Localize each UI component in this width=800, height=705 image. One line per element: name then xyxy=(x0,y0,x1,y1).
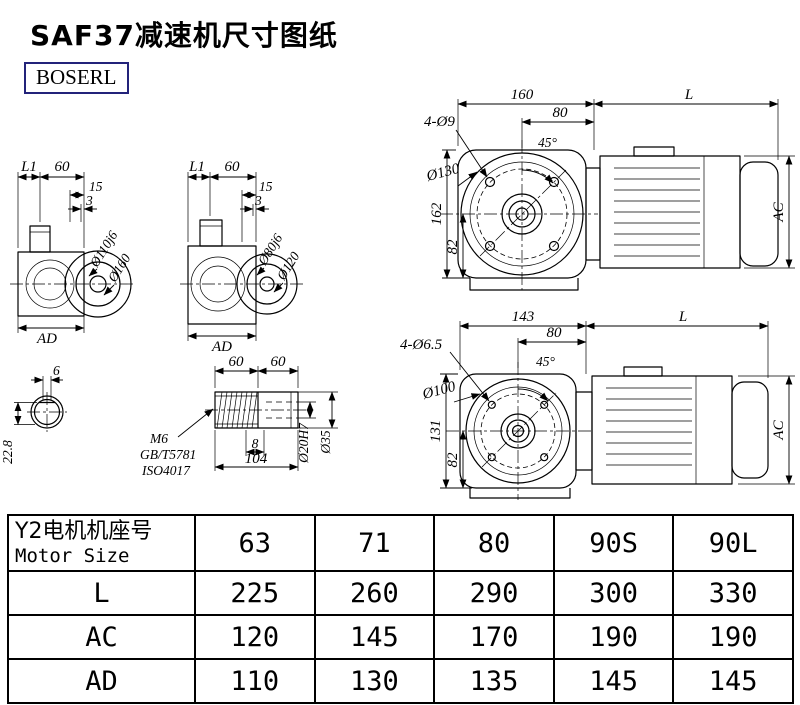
dim-80-top: 80 xyxy=(553,105,569,121)
table-cell-frame-80: 80 xyxy=(433,514,555,572)
dim-AC-mid: AC xyxy=(771,419,787,440)
table-cell: 135 xyxy=(433,658,555,704)
dim-45deg-top: 45° xyxy=(538,135,558,150)
dim-dia130: Ø130 xyxy=(424,161,462,185)
dim-dia-35: Ø35 xyxy=(318,430,333,454)
table-cell: 290 xyxy=(433,570,555,616)
table-cell-frame-90L: 90L xyxy=(672,514,794,572)
standard-iso: ISO4017 xyxy=(141,463,191,478)
dim-60-v2: 60 xyxy=(225,159,241,175)
dim-104: 104 xyxy=(245,451,268,467)
table-cell: 330 xyxy=(672,570,794,616)
motor-size-label-en: Motor Size xyxy=(15,544,130,567)
dim-AC-top: AC xyxy=(771,201,787,222)
dim-162: 162 xyxy=(429,202,445,225)
dim-160: 160 xyxy=(511,87,534,103)
side-view-1: L1 60 15 3 Ø110j6 Ø160 AD xyxy=(10,159,136,347)
table-cell: 145 xyxy=(672,658,794,704)
standard-gb: GB/T5781 xyxy=(140,447,196,462)
boserl-logo-text: BOSERL xyxy=(36,65,117,89)
page-title: SAF37减速机尺寸图纸 xyxy=(30,19,338,52)
table-cell-frame-71: 71 xyxy=(313,514,436,572)
motor-size-label-cn: Y2电机机座号 xyxy=(15,519,153,545)
dim-AD-v2: AD xyxy=(211,339,232,355)
table-cell-frame-63: 63 xyxy=(194,514,316,572)
dim-8: 8 xyxy=(252,436,259,451)
dim-AD-v1: AD xyxy=(36,331,57,347)
table-row-L: L 225 260 290 300 330 xyxy=(7,570,794,616)
table-cell: 110 xyxy=(194,658,316,704)
dim-15-v1: 15 xyxy=(89,179,103,194)
dim-L-top: L xyxy=(684,87,693,103)
table-cell: 120 xyxy=(194,614,316,660)
table-cell-frame-90S: 90S xyxy=(552,514,675,572)
dim-L1-v2: L1 xyxy=(188,159,205,175)
front-view-small: 143 L 4-Ø6.5 80 45° Ø100 131 82 AC xyxy=(400,309,795,500)
dim-dia100: Ø100 xyxy=(420,379,458,403)
table-row-AC: AC 120 145 170 190 190 xyxy=(7,614,794,660)
dim-80-mid: 80 xyxy=(547,325,563,341)
dim-holes-top: 4-Ø9 xyxy=(424,114,455,130)
table-cell: 145 xyxy=(313,614,436,660)
dim-bore-20H7: Ø20H7 xyxy=(296,422,311,464)
dim-60-a: 60 xyxy=(229,354,245,370)
dim-L-mid: L xyxy=(678,309,687,325)
dim-3-v2: 3 xyxy=(254,193,262,208)
dim-key-width: 6 xyxy=(53,363,60,378)
thread-label: M6 xyxy=(149,431,168,446)
boserl-logo: BOSERL xyxy=(24,62,129,94)
table-cell: 190 xyxy=(552,614,675,660)
dim-143: 143 xyxy=(512,309,535,325)
technical-drawing: 160 L 4-Ø9 80 45° Ø130 162 82 AC xyxy=(0,87,795,500)
dimension-table: Y2电机机座号 Motor Size 63 71 80 90S 90L L 22… xyxy=(7,514,794,704)
dim-dia120: Ø120 xyxy=(273,249,302,283)
table-cell: 225 xyxy=(194,570,316,616)
dim-key-depth: 22.8 xyxy=(0,440,15,464)
dim-holes-mid: 4-Ø6.5 xyxy=(400,337,443,353)
dim-60-v1: 60 xyxy=(55,159,71,175)
row-label-L: L xyxy=(7,570,196,616)
table-cell: 260 xyxy=(313,570,436,616)
dim-45deg-mid: 45° xyxy=(536,354,556,369)
dim-131: 131 xyxy=(428,420,444,443)
dim-15-v2: 15 xyxy=(259,179,273,194)
shaft-detail-view: 60 60 M6 GB/T5781 ISO4017 8 104 Ø20H7 Ø3… xyxy=(140,354,338,478)
dim-60-b: 60 xyxy=(271,354,287,370)
dim-L1-v1: L1 xyxy=(20,159,37,175)
table-cell: 130 xyxy=(313,658,436,704)
dim-82-top: 82 xyxy=(445,239,461,255)
table-header-row: Y2电机机座号 Motor Size 63 71 80 90S 90L xyxy=(7,514,794,572)
table-cell: 170 xyxy=(433,614,555,660)
side-view-2: L1 60 15 3 Ø80j6 Ø120 AD xyxy=(180,159,304,355)
row-label-AC: AC xyxy=(7,614,196,660)
table-row-AD: AD 110 130 135 145 145 xyxy=(7,658,794,704)
table-cell: 300 xyxy=(552,570,675,616)
motor-size-header-cell: Y2电机机座号 Motor Size xyxy=(7,514,196,572)
table-cell: 145 xyxy=(552,658,675,704)
table-cell: 190 xyxy=(672,614,794,660)
dim-3-v1: 3 xyxy=(85,193,93,208)
dim-82-mid: 82 xyxy=(445,452,461,468)
row-label-AD: AD xyxy=(7,658,196,704)
dim-dia160: Ø160 xyxy=(104,251,133,285)
front-view-large: 160 L 4-Ø9 80 45° Ø130 162 82 AC xyxy=(424,87,795,291)
shaft-end-view: 6 22.8 xyxy=(0,363,67,464)
